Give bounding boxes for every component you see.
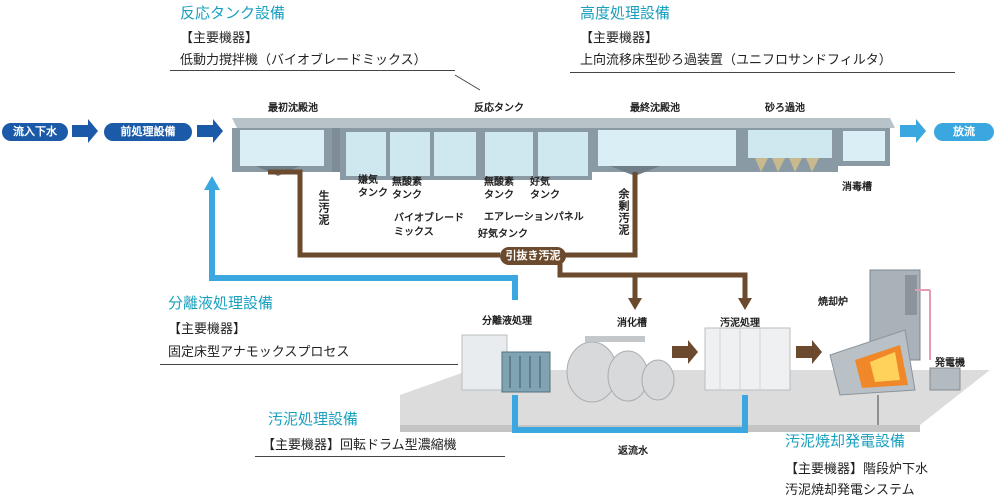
reaction-underline: [170, 70, 455, 71]
label-reaction-tank: 反応タンク: [474, 103, 524, 114]
arrow-pretreat: [197, 119, 223, 143]
incineration-equipment-2: 汚泥焼却発電システム: [785, 483, 915, 498]
sludge-section-title: 汚泥処理設備: [268, 410, 359, 428]
label-separation: 分離液処理: [482, 316, 532, 327]
reaction-equipment: 低動力撹拌機（バイオブレードミックス）: [180, 53, 427, 68]
label-final-tank: 最終沈殿池: [630, 103, 680, 114]
label-disinfection: 消毒槽: [842, 182, 872, 193]
tank-structure: [232, 118, 895, 180]
label-generator: 発電機: [935, 358, 965, 369]
label-raw-sludge: 生汚泥: [317, 190, 330, 226]
pretreatment-pill: 前処理設備: [104, 123, 192, 141]
withdrawn-sludge-pill: 引抜き汚泥: [500, 247, 566, 265]
separation-building: [461, 334, 551, 393]
label-sludge-treatment: 汚泥処理: [720, 318, 760, 329]
arrow-to-furnace: [796, 340, 822, 364]
reaction-equipment-label: 【主要機器】: [180, 31, 259, 46]
discharge-pill: 放流: [934, 123, 994, 141]
arrow-inflow: [72, 119, 98, 143]
label-return-water: 返流水: [618, 446, 648, 457]
sludge-pipes: [268, 169, 748, 300]
separation-section-title: 分離液処理設備: [168, 294, 274, 312]
separation-equipment: 固定床型アナモックスプロセス: [168, 345, 350, 360]
arrow-discharge: [900, 119, 926, 143]
label-aeration-panel: エアレーションパネル: [484, 212, 584, 223]
incinerator: [829, 269, 961, 425]
advanced-section-title: 高度処理設備: [580, 4, 671, 22]
advanced-underline: [570, 72, 955, 73]
label-anoxic-1: 無酸素 タンク: [392, 177, 422, 201]
sludge-underline: [255, 456, 505, 457]
sludge-equipment: 【主要機器】回転ドラム型濃縮機: [262, 438, 457, 453]
arrow-return-up: [204, 176, 220, 190]
arrow-to-sludge-treat: [672, 340, 698, 364]
label-aerobic-1: 好気 タンク: [530, 177, 560, 201]
label-anaerobic: 嫌気 タンク: [358, 175, 388, 199]
arrow-sludge-treat: [738, 298, 752, 310]
incineration-equipment: 【主要機器】階段炉下水: [785, 462, 929, 477]
leader-reaction: [454, 74, 481, 91]
label-primary-tank: 最初沈殿池: [268, 103, 318, 114]
label-excess-sludge: 余剰汚泥: [617, 188, 630, 236]
separation-underline: [160, 364, 458, 365]
label-sand-filter: 砂ろ過池: [765, 103, 805, 114]
advanced-equipment: 上向流移床型砂ろ過装置（ユニフロサンドフィルタ）: [580, 53, 892, 68]
incineration-section-title: 汚泥焼却発電設備: [785, 432, 906, 450]
return-lines: [209, 186, 748, 433]
label-bioblade: バイオブレード ミックス: [394, 213, 464, 238]
label-anoxic-2: 無酸素 タンク: [484, 177, 514, 201]
label-aerobic-2: 好気タンク: [478, 229, 528, 240]
advanced-equipment-label: 【主要機器】: [580, 31, 659, 46]
inflow-pill: 流入下水: [2, 123, 68, 141]
separation-equipment-label: 【主要機器】: [168, 322, 247, 337]
sludge-building: [704, 327, 791, 391]
arrow-digestion: [628, 298, 642, 310]
label-digestion: 消化槽: [617, 318, 647, 329]
digestion-tanks: [566, 336, 675, 403]
reaction-section-title: 反応タンク設備: [180, 4, 286, 22]
label-furnace: 焼却炉: [818, 297, 848, 308]
